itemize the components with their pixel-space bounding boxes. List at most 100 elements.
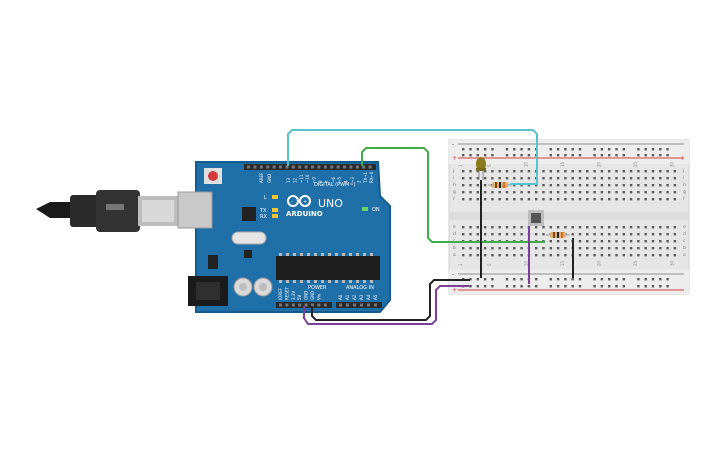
pin-label: GND: [267, 174, 272, 183]
pin-label: A1: [345, 294, 350, 300]
power-label: POWER: [308, 285, 327, 291]
wire-purple-5v[interactable]: [303, 285, 470, 325]
column-number: 1: [458, 164, 463, 167]
row-letter: i: [453, 175, 454, 181]
pin-label: Vin: [316, 293, 321, 300]
pin-label: 8: [318, 180, 323, 183]
pin-label: 12: [292, 177, 297, 183]
microcontroller-chip: [276, 256, 380, 280]
pin-label: ~5: [337, 177, 342, 183]
rx-label: RX: [260, 214, 267, 220]
crystal: [231, 231, 267, 245]
column-number: 30: [670, 161, 675, 167]
column-number: 10: [524, 161, 529, 167]
row-letter: g: [683, 190, 686, 195]
rail-minus-label-bottom: -: [452, 271, 454, 278]
pin-label: ~9: [312, 177, 317, 183]
wire-black-gnd[interactable]: [311, 279, 470, 321]
rail-minus-label: -: [452, 141, 454, 148]
pin-label: A2: [352, 294, 357, 300]
push-button[interactable]: [528, 210, 544, 226]
pin-label: ~10: [305, 174, 310, 183]
pin-label: ~3: [350, 177, 355, 183]
row-letter: i: [683, 175, 684, 181]
row-letter: h: [453, 182, 456, 188]
pin-label: 2: [356, 180, 361, 183]
arduino-uno-board[interactable]: L TX RX ON - + ARDUINO UNO DIGITAL (PWM~…: [177, 161, 391, 313]
pin-label: A5: [373, 294, 378, 300]
row-letter: d: [683, 231, 686, 237]
row-letter: j: [682, 168, 684, 174]
pin-label: 3.3V: [291, 291, 296, 300]
usb-jack: [177, 191, 213, 229]
pin-label: AREF: [259, 172, 264, 183]
model-label: UNO: [318, 197, 343, 210]
digital-label: DIGITAL (PWM~): [314, 182, 356, 188]
column-number: 10: [524, 260, 529, 266]
pin-label: RX←0: [369, 171, 374, 183]
pin-label: IOREF: [278, 287, 283, 300]
row-letter: g: [453, 190, 456, 195]
resistor-1[interactable]: [488, 182, 512, 188]
led-on: [362, 207, 368, 211]
column-number: 30: [670, 260, 675, 266]
svg-text:+: +: [303, 199, 307, 205]
wire-cyan[interactable]: [287, 129, 538, 185]
led-l: [272, 195, 278, 199]
pin-label: TX→1: [363, 171, 368, 184]
row-letter: c: [683, 239, 686, 244]
analog-header: [336, 302, 382, 308]
led-tx: [272, 208, 278, 212]
column-number: 5: [487, 263, 492, 266]
row-letter: f: [453, 196, 455, 202]
led[interactable]: [476, 157, 486, 180]
power-header: [276, 302, 332, 308]
analog-label: ANALOG IN: [346, 285, 374, 291]
column-number: 20: [597, 161, 602, 167]
column-number: 5: [487, 164, 492, 167]
pin-label: GND: [310, 291, 315, 300]
usb-cable[interactable]: [36, 190, 178, 232]
wires: [287, 129, 574, 325]
pin-label: GND: [304, 291, 309, 300]
row-letter: d: [453, 231, 456, 237]
wire-green[interactable]: [361, 147, 545, 243]
pin-label: 4: [344, 180, 349, 183]
row-letter: j: [452, 168, 454, 174]
row-letter: b: [683, 245, 686, 251]
resistor-2[interactable]: [546, 232, 570, 238]
row-letter: a: [683, 253, 686, 258]
pin-label: 13: [286, 177, 291, 183]
pin-label: A3: [359, 294, 364, 300]
pin-label: 5V: [297, 294, 302, 300]
column-number: 20: [597, 260, 602, 266]
column-number: 1: [458, 263, 463, 266]
pin-label: RESET: [284, 287, 289, 300]
arduino-logo-icon: - +: [287, 195, 311, 207]
row-letter: a: [453, 253, 456, 258]
led-rx: [272, 214, 278, 218]
column-number: 15: [560, 161, 565, 167]
l-label: L: [264, 195, 267, 201]
row-letter: e: [683, 225, 686, 230]
tx-label: TX: [259, 208, 267, 214]
digital-header: [244, 164, 376, 170]
column-number: 15: [560, 260, 565, 266]
rail-plus-label-bottom: +: [452, 287, 457, 294]
row-letter: f: [683, 196, 685, 202]
pin-label: 7: [324, 180, 329, 183]
row-letter: h: [683, 182, 686, 188]
pin-label: A0: [338, 294, 343, 300]
rail-plus-label-right: +: [680, 155, 685, 162]
row-letter: b: [453, 245, 456, 251]
column-number: 25: [633, 161, 638, 167]
pin-label: ~6: [331, 177, 336, 183]
on-label: ON: [372, 207, 380, 213]
svg-text:-: -: [291, 199, 293, 205]
pin-label: ~11: [299, 174, 304, 183]
brand-label: ARDUINO: [286, 210, 323, 218]
column-number: 25: [633, 260, 638, 266]
row-letter: e: [453, 225, 456, 230]
